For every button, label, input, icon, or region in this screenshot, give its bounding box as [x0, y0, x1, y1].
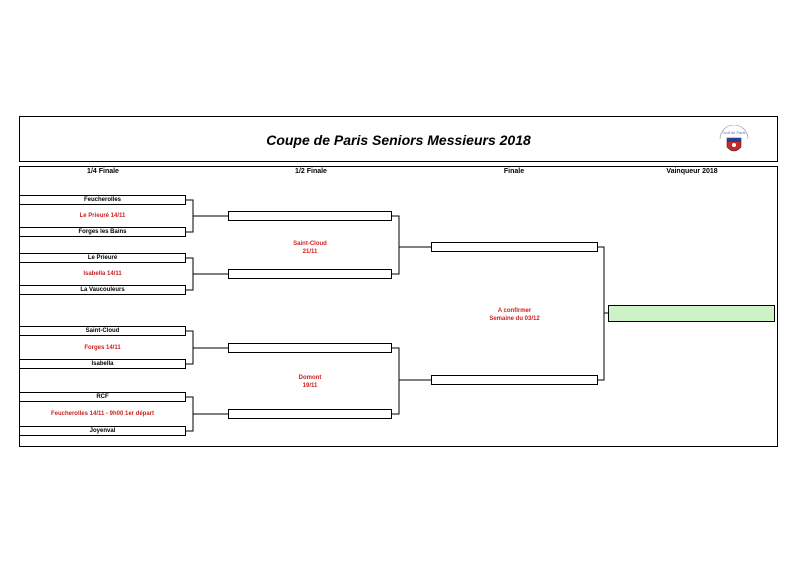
qf2-team-top: Le Prieuré: [19, 253, 186, 263]
qf4-note: Feucherolles 14/11 - 9h00 1er départ: [50, 411, 155, 417]
club-logo: Golf de Paris: [719, 125, 749, 152]
qf2-team-bottom: La Vaucouleurs: [19, 285, 186, 295]
column-header-winner: Vainqueur 2018: [666, 168, 718, 175]
sf1-note-date: 21/11: [302, 249, 318, 255]
sf2-note-date: 19/11: [302, 383, 318, 389]
qf3-team-bottom: Isabella: [19, 359, 186, 369]
svg-text:Golf de Paris: Golf de Paris: [722, 130, 745, 135]
winner-slot: [608, 305, 775, 322]
qf3-team-top: Saint-Cloud: [19, 326, 186, 336]
qf1-team-top: Feucherolles: [19, 195, 186, 205]
title-box: Coupe de Paris Seniors Messieurs 2018: [19, 116, 778, 162]
column-header-final: Finale: [503, 168, 525, 175]
sf1-slot-top: [228, 211, 392, 221]
sf2-slot-top: [228, 343, 392, 353]
sf1-note-place: Saint-Cloud: [293, 241, 327, 247]
page-title: Coupe de Paris Seniors Messieurs 2018: [266, 132, 531, 148]
final-note-status: A confirmer: [497, 308, 532, 314]
sf1-slot-bottom: [228, 269, 392, 279]
sf2-note-place: Domont: [298, 375, 322, 381]
qf4-team-top: RCF: [19, 392, 186, 402]
qf1-team-bottom: Forges les Bains: [19, 227, 186, 237]
qf2-note: Isabella 14/11: [83, 271, 122, 277]
qf3-note: Forges 14/11: [84, 345, 121, 351]
final-slot-bottom: [431, 375, 598, 385]
final-note-week: Semaine du 03/12: [489, 316, 540, 322]
column-header-quarterfinal: 1/4 Finale: [87, 168, 119, 175]
qf4-team-bottom: Joyenval: [19, 426, 186, 436]
qf1-note: Le Prieuré 14/11: [79, 213, 126, 219]
final-slot-top: [431, 242, 598, 252]
column-header-semifinal: 1/2 Finale: [295, 168, 327, 175]
sf2-slot-bottom: [228, 409, 392, 419]
bracket-box: [19, 166, 778, 447]
